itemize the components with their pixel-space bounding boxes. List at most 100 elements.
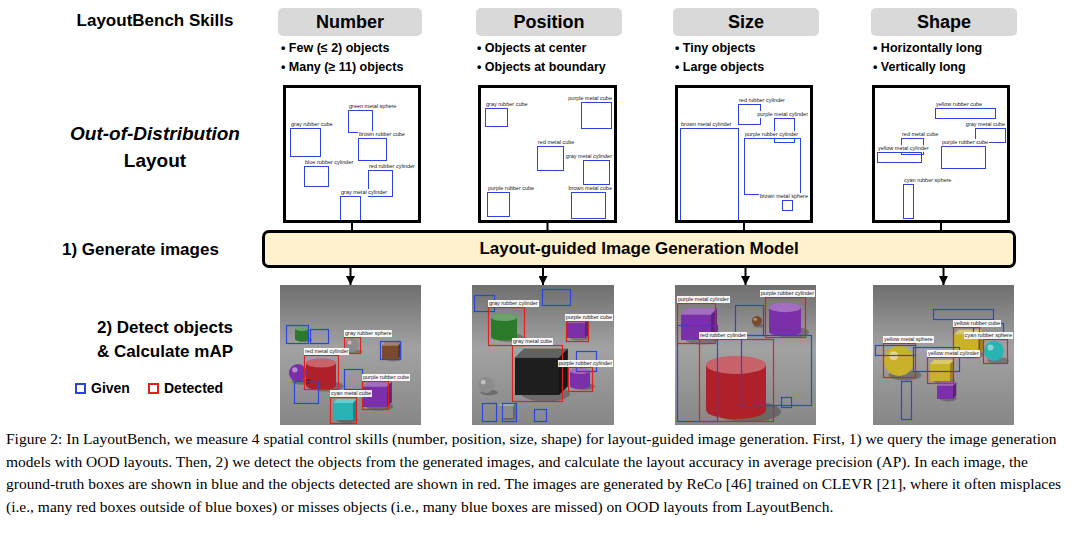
object-tag: purple metal cylinder (756, 111, 809, 118)
object-tag: red metal cube (901, 131, 939, 138)
cylinder-top-shade (706, 356, 766, 374)
object-tag: purple rubber cylinder (744, 131, 799, 138)
figure-caption: Figure 2: In LayoutBench, we measure 4 s… (6, 428, 1072, 518)
given-box (783, 201, 793, 211)
cylinder-top-shade (295, 327, 309, 331)
cube-shade (387, 382, 392, 407)
object-tag: brown metal cylinder (680, 121, 732, 128)
object-tag: yellow metal sphere (883, 336, 934, 343)
cylinder-top (491, 313, 517, 321)
cube-face (513, 403, 516, 418)
cube-shade (333, 399, 357, 403)
given-box (934, 310, 994, 320)
image-background (675, 285, 816, 425)
given-box (736, 306, 764, 336)
skill-bullet: • Few (≤ 2) objects (281, 41, 389, 55)
flow-connector (943, 268, 945, 285)
object-tag: gray rubber cube (485, 101, 529, 108)
skill-name: Position (514, 12, 585, 33)
cylinder-top (706, 356, 766, 374)
image-illustration (280, 285, 421, 425)
object-tag: gray rubber cube (290, 121, 334, 128)
object-tag: purple rubber cube (362, 374, 410, 381)
given-box (584, 161, 610, 185)
object-tag: cyan metal cube (330, 390, 372, 397)
given-box (782, 398, 792, 408)
given-box (349, 111, 373, 133)
flow-connector (350, 268, 352, 285)
given-box (535, 410, 547, 422)
skill-name: Size (728, 12, 764, 33)
rendered-objects (681, 303, 809, 422)
step-label: 1) Generate images (62, 240, 219, 260)
cube-face (333, 403, 353, 420)
image-background (280, 285, 421, 425)
cube-shade (953, 382, 956, 399)
given-box (582, 103, 612, 129)
flow-connector (940, 223, 942, 230)
sphere-highlight (292, 367, 297, 372)
generated-image: gray rubber cylindergray metal cubepurpl… (472, 285, 614, 425)
sphere-object (478, 377, 494, 393)
cube-shade (559, 349, 568, 395)
object-tag: cyan rubber sphere (903, 177, 952, 184)
cube-face (953, 382, 956, 399)
cylinder-top (295, 327, 309, 331)
detected-box (884, 344, 916, 378)
cube-face (681, 309, 717, 315)
flow-connector (743, 223, 745, 230)
given-box (486, 109, 508, 127)
object-tag: yellow rubber cube (935, 101, 983, 108)
object-tag: red metal cylinder (304, 348, 349, 355)
object-tag: gray rubber sphere (344, 330, 392, 337)
object-tag: purple rubber cube (941, 139, 989, 146)
given-box (305, 167, 329, 187)
sphere-highlight (754, 318, 757, 321)
object-tag: brown metal cube (568, 185, 613, 192)
cube-face (333, 399, 357, 403)
detected-box (984, 340, 1008, 364)
skill-name: Shape (917, 12, 971, 33)
object-tag: gray metal cylinder (340, 189, 388, 196)
generated-image: purple rubber cube red metal cylinder cyan… (280, 285, 421, 425)
sphere-highlight (347, 340, 351, 344)
detected-box (766, 298, 806, 338)
cube-face (567, 323, 585, 338)
detected-box (700, 340, 774, 422)
skill-bullet: • Large objects (675, 60, 764, 74)
cube-shade (515, 349, 568, 358)
cylinder-top-shade (769, 303, 801, 313)
object-tag: yellow metal cylinder (927, 350, 980, 357)
cube-face (930, 364, 950, 381)
given-box (745, 139, 801, 195)
cylinder-top-shade (306, 359, 336, 368)
generated-image: yellow rubber cubecyan rubber sphereyell… (873, 285, 1014, 425)
skill-bullet: • Objects at center (477, 41, 586, 55)
layout-panel: gray rubber cubepurple metal cubered met… (478, 85, 617, 223)
object-tag: purple metal cylinder (677, 296, 730, 303)
row-heading: Out-of-Distribution (45, 123, 265, 145)
given-box (341, 197, 361, 221)
step-label: 2) Detect objects (40, 318, 233, 338)
sphere-object (884, 346, 914, 376)
detected-box (567, 322, 589, 342)
row-heading: Layout (45, 150, 265, 172)
detected-box (513, 346, 563, 402)
object-tag: purple rubber cylinder (760, 290, 815, 297)
layout-panel: yellow rubber cubegray metal cubered met… (872, 85, 1010, 223)
object-tag: yellow rubber cube (953, 320, 1001, 327)
given-box (483, 404, 497, 422)
object-tag: red rubber cylinder (738, 97, 786, 104)
legend-item: Detected (148, 380, 223, 396)
sphere-object (984, 341, 1004, 361)
object-tag: green metal sphere (348, 103, 397, 110)
given-box (359, 139, 387, 161)
object-tag: red rubber cylinder (699, 332, 747, 339)
given-box (287, 326, 309, 344)
sphere-object (752, 316, 762, 326)
cube-face (930, 360, 954, 364)
detected-box (928, 358, 954, 384)
image-illustration (675, 285, 816, 425)
legend-text: Detected (164, 380, 223, 396)
